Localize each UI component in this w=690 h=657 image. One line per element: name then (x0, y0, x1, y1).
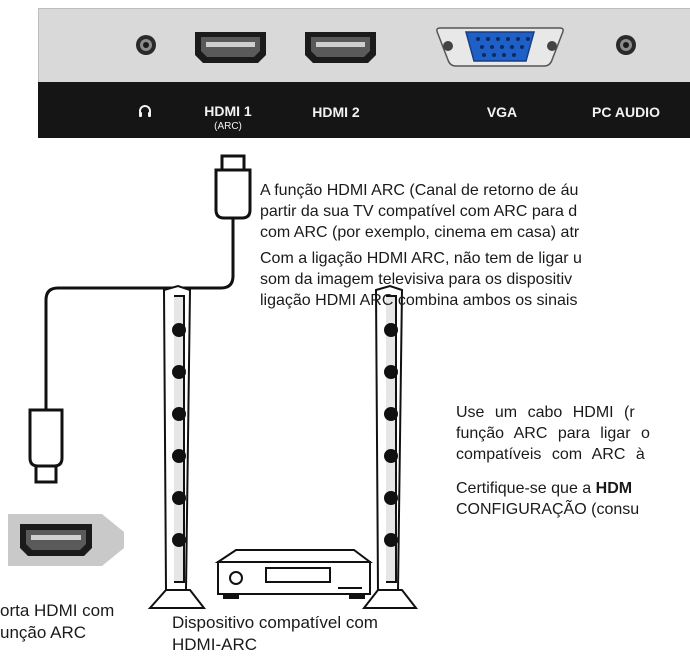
text-line: som da imagem televisiva para os disposi… (260, 271, 573, 288)
text-line: ligação HDMI ARC combina ambos os sinais (260, 292, 578, 309)
hdmi-cable (28, 154, 252, 484)
caption-line: unção ARC (0, 623, 86, 642)
headphone-icon (130, 104, 160, 121)
home-theater-receiver (214, 549, 373, 599)
cable-instruction-paragraph: Use um cabo HDMI (r função ARC para liga… (456, 402, 650, 465)
port-label-hdmi1-arc: (ARC) (214, 121, 242, 132)
arc-description-paragraph: A função HDMI ARC (Canal de retorno de á… (260, 180, 579, 243)
caption-line: Dispositivo compatível com (172, 613, 378, 632)
text-line: compatíveis com ARC à (456, 446, 645, 463)
text-line: Com a ligação HDMI ARC, não tem de ligar… (260, 250, 582, 267)
text-line: A função HDMI ARC (Canal de retorno de á… (260, 182, 579, 199)
text-line: partir da sua TV compatível com ARC para… (260, 203, 578, 220)
headphone-jack-port (136, 35, 156, 55)
text-prefix: Certifique-se que a (456, 480, 596, 497)
hdmi2-port (305, 32, 376, 63)
device-hdmi-arc-port (8, 514, 124, 566)
arc-benefit-paragraph: Com a ligação HDMI ARC, não tem de ligar… (260, 248, 582, 311)
headphone-glyph (139, 105, 151, 117)
right-speaker (361, 284, 419, 609)
text-line: Certifique-se que a HDM (456, 478, 639, 499)
port-label-hdmi2: HDMI 2 (312, 104, 360, 120)
port-label-vga: VGA (486, 104, 518, 120)
text-line: com ARC (por exemplo, cinema em casa) at… (260, 224, 580, 241)
port-label-hdmi1: HDMI 1 (ARC) (192, 103, 264, 132)
port-label-hdmi1-text: HDMI 1 (204, 103, 252, 119)
caption-line: HDMI-ARC (172, 635, 257, 654)
port-label-bar (38, 82, 690, 138)
left-speaker (147, 284, 207, 609)
pc-audio-jack-port (616, 35, 636, 55)
text-line: Use um cabo HDMI (r (456, 404, 635, 421)
vga-port (436, 27, 564, 67)
port-label-pc-audio: PC AUDIO (592, 104, 660, 120)
settings-instruction-paragraph: Certifique-se que a HDM CONFIGURAÇÃO (co… (456, 478, 639, 520)
text-line: CONFIGURAÇÃO (consu (456, 501, 640, 518)
device-caption: Dispositivo compatível com HDMI-ARC (172, 612, 378, 656)
text-line: função ARC para ligar o (456, 425, 650, 442)
bold-term: HDM (595, 480, 633, 497)
hdmi1-port (195, 32, 266, 63)
caption-line: orta HDMI com (0, 601, 115, 620)
hdmi-port-caption: orta HDMI com unção ARC (0, 600, 114, 644)
